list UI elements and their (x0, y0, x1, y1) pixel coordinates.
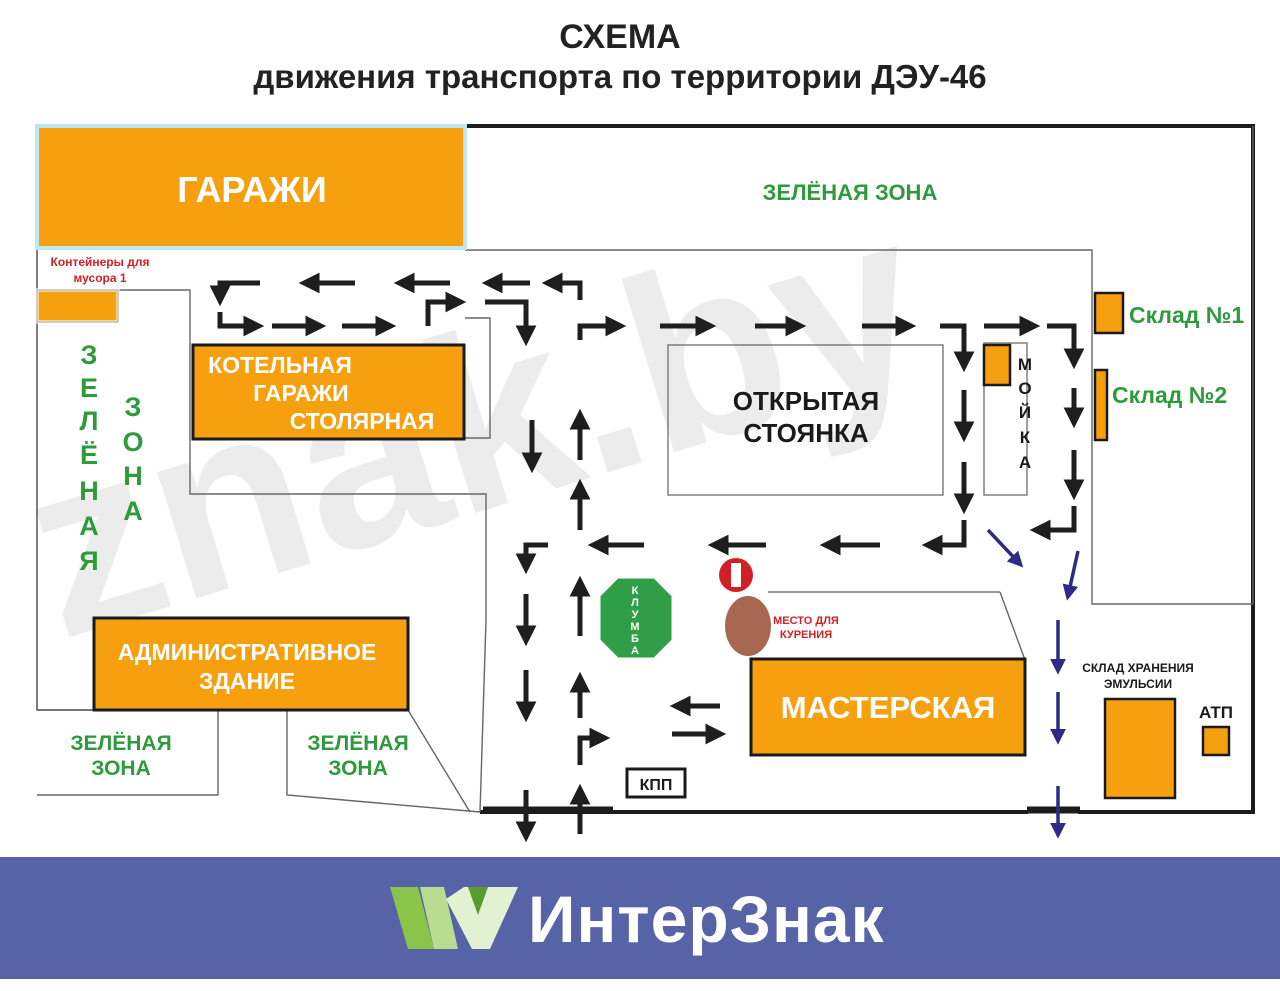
svg-text:Е: Е (80, 373, 98, 403)
green-zone-vertical-2: З О Н А (122, 392, 143, 526)
smoking-label-1: МЕСТО ДЛЯ (773, 615, 839, 627)
svg-text:Й: Й (1019, 403, 1031, 422)
emulsion-label-1: СКЛАД ХРАНЕНИЯ (1082, 661, 1194, 675)
no-entry-icon (719, 558, 753, 592)
svg-text:З: З (81, 340, 98, 370)
green-zone-top-label: ЗЕЛЁНАЯ ЗОНА (763, 180, 938, 205)
trash-containers (35, 288, 120, 324)
svg-text:О: О (122, 427, 143, 457)
admin-building (92, 616, 410, 712)
svg-text:О: О (1018, 379, 1031, 398)
territory-outlines (37, 126, 1254, 813)
svg-text:М: М (1018, 355, 1032, 374)
flowerbed-label: К Л У М Б А (630, 585, 639, 657)
traffic-scheme-map: znak.by СХЕМА движения транспорта по тер… (0, 18, 1255, 843)
emulsion-label-2: ЭМУЛЬСИИ (1104, 677, 1172, 691)
workshop-label: МАСТЕРСКАЯ (781, 690, 996, 725)
warehouse-2-block (1093, 368, 1109, 442)
admin-label-2: ЗДАНИЕ (199, 668, 295, 694)
green-zone-vertical-1: З Е Л Ё Н А Я (79, 340, 99, 576)
atp-block (1201, 725, 1231, 757)
garages-label: ГАРАЖИ (177, 169, 326, 210)
svg-text:К: К (1020, 428, 1031, 447)
traffic-route-arrows (209, 272, 1085, 843)
checkpoint-label: КПП (640, 777, 673, 794)
admin-label-1: АДМИНИСТРАТИВНОЕ (118, 639, 377, 665)
brand-footer: ИнтерЗнак (0, 857, 1280, 979)
workshop-building (749, 657, 1027, 757)
open-parking-label-2: СТОЯНКА (743, 418, 869, 448)
car-wash-block (982, 343, 1012, 387)
svg-text:Н: Н (79, 476, 99, 506)
garages-building (35, 124, 467, 250)
svg-text:М: М (630, 621, 639, 633)
svg-text:Ё: Ё (80, 440, 98, 470)
boiler-label-1: КОТЕЛЬНАЯ (208, 352, 352, 378)
green-zone-bl1-label-1: ЗЕЛЁНАЯ (70, 732, 171, 755)
open-parking-label-1: ОТКРЫТАЯ (733, 386, 879, 416)
svg-text:Я: Я (79, 546, 98, 576)
svg-text:А: А (1019, 453, 1031, 472)
svg-text:А: А (631, 645, 639, 657)
atp-label: АТП (1199, 703, 1233, 722)
boiler-label-2: ГАРАЖИ (253, 380, 348, 406)
interznak-logo-icon (390, 887, 518, 949)
warehouse-2-label: Склад №2 (1112, 382, 1227, 408)
warehouse-1-label: Склад №1 (1129, 302, 1244, 328)
svg-text:З: З (125, 392, 142, 422)
svg-text:Б: Б (631, 633, 639, 645)
green-zone-bl2-label-2: ЗОНА (328, 757, 388, 780)
containers-label-1: Контейнеры для (51, 255, 150, 269)
svg-text:К: К (632, 585, 639, 597)
containers-label-2: мусора 1 (73, 271, 126, 285)
svg-text:Н: Н (123, 461, 143, 491)
open-parking-area (667, 344, 944, 496)
warehouse-1-block (1093, 291, 1125, 335)
boiler-building (191, 343, 466, 441)
smoking-label-2: КУРЕНИЯ (780, 629, 832, 641)
car-wash-area (983, 342, 1028, 496)
emulsion-storage-block (1103, 697, 1177, 800)
svg-text:Л: Л (80, 406, 99, 436)
boiler-label-3: СТОЛЯРНАЯ (290, 408, 435, 434)
svg-text:А: А (123, 496, 143, 526)
smoking-area-icon (725, 596, 771, 656)
svg-text:А: А (79, 511, 99, 541)
green-zone-bl1-label-2: ЗОНА (91, 757, 151, 780)
scheme-title: СХЕМА (559, 18, 681, 56)
flowerbed-octagon (599, 577, 673, 659)
svg-text:Л: Л (631, 597, 639, 609)
brand-name: ИнтерЗнак (528, 882, 885, 956)
svg-text:У: У (632, 609, 639, 621)
checkpoint-box (625, 767, 687, 799)
car-wash-label: М О Й К А (1018, 355, 1032, 472)
green-zone-bl2-label-1: ЗЕЛЁНАЯ (307, 732, 408, 755)
exit-route-arrows (986, 528, 1080, 839)
scheme-subtitle: движения транспорта по территории ДЭУ-46 (253, 58, 986, 95)
